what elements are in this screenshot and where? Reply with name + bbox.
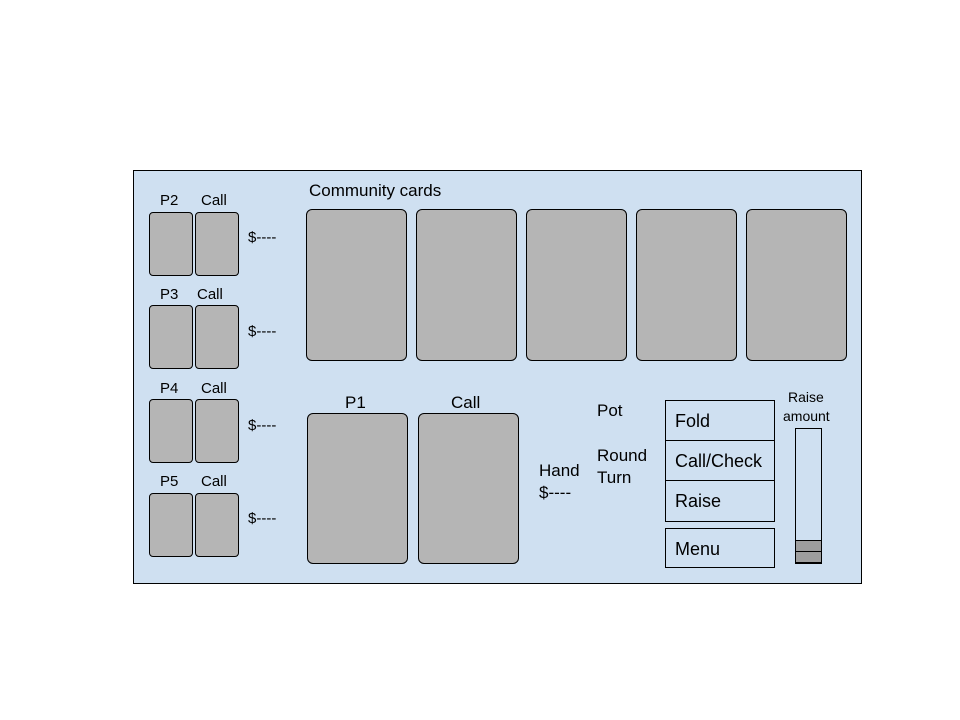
opponent-p5-card-1 <box>149 493 193 557</box>
raise-slider-handle-bottom[interactable] <box>795 551 822 563</box>
opponent-p2-money: $---- <box>248 229 277 246</box>
community-card-3 <box>526 209 627 361</box>
opponent-p3-action: Call <box>197 286 223 303</box>
raise-amount-slider[interactable] <box>795 428 822 564</box>
opponent-p4-action: Call <box>201 380 227 397</box>
player-card-2 <box>418 413 519 564</box>
raise-amount-label-line2: amount <box>783 408 830 424</box>
opponent-p4-card-2 <box>195 399 239 463</box>
action-button-group: Fold Call/Check Raise <box>665 400 775 522</box>
fold-button[interactable]: Fold <box>666 401 774 441</box>
player-card-1 <box>307 413 408 564</box>
turn-label: Turn <box>597 468 632 487</box>
community-cards-label: Community cards <box>309 181 442 200</box>
raise-amount-label-line1: Raise <box>788 389 824 405</box>
menu-button[interactable]: Menu <box>665 528 775 568</box>
opponent-p2-action: Call <box>201 192 227 209</box>
opponent-p2-card-2 <box>195 212 239 276</box>
raise-button[interactable]: Raise <box>675 491 722 511</box>
opponent-p5-name: P5 <box>160 473 179 490</box>
community-card-2 <box>416 209 517 361</box>
opponent-p3-card-2 <box>195 305 239 369</box>
player-p1-name: P1 <box>345 393 366 412</box>
community-card-1 <box>306 209 407 361</box>
hand-label: Hand <box>539 461 580 480</box>
opponent-p3-card-1 <box>149 305 193 369</box>
opponent-p3-name: P3 <box>160 286 179 303</box>
opponent-p2-card-1 <box>149 212 193 276</box>
community-card-4 <box>636 209 737 361</box>
opponent-p4-money: $---- <box>248 417 277 434</box>
call-check-button[interactable]: Call/Check <box>666 441 774 481</box>
opponent-p5-action: Call <box>201 473 227 490</box>
player-money: $---- <box>539 483 572 502</box>
round-label: Round <box>597 446 648 465</box>
player-p1-action: Call <box>451 393 481 412</box>
pot-label: Pot <box>597 401 623 420</box>
opponent-p4-card-1 <box>149 399 193 463</box>
opponent-p5-money: $---- <box>248 510 277 527</box>
opponent-p5-card-2 <box>195 493 239 557</box>
opponent-p4-name: P4 <box>160 380 179 397</box>
opponent-p3-money: $---- <box>248 323 277 340</box>
opponent-p2-name: P2 <box>160 192 179 209</box>
community-card-5 <box>746 209 847 361</box>
